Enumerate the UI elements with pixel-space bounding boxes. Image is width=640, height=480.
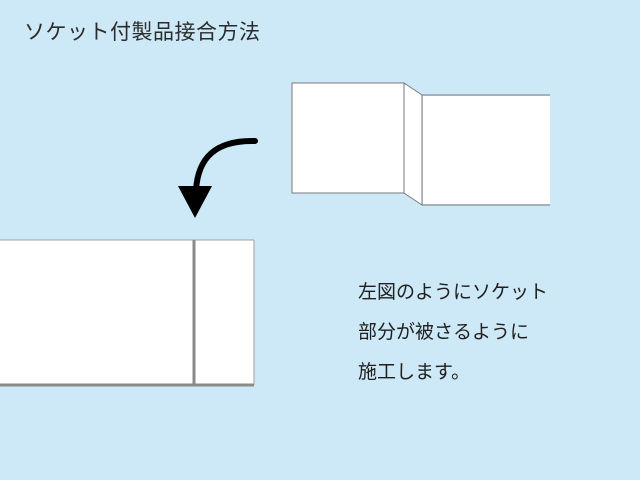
joined-pipe-result bbox=[0, 239, 255, 387]
curved-arrow-icon bbox=[178, 137, 258, 218]
instruction-text: 左図のようにソケット 部分が被さるように 施工します。 bbox=[358, 272, 548, 392]
socket-part bbox=[291, 82, 405, 194]
socket-pipe-product bbox=[291, 82, 550, 206]
instruction-line-3: 施工します。 bbox=[358, 361, 471, 383]
instruction-line-1: 左図のようにソケット bbox=[358, 281, 549, 303]
socket-taper bbox=[403, 82, 423, 206]
instruction-line-2: 部分が被さるように bbox=[358, 321, 530, 343]
page-title: ソケット付製品接合方法 bbox=[24, 20, 261, 44]
